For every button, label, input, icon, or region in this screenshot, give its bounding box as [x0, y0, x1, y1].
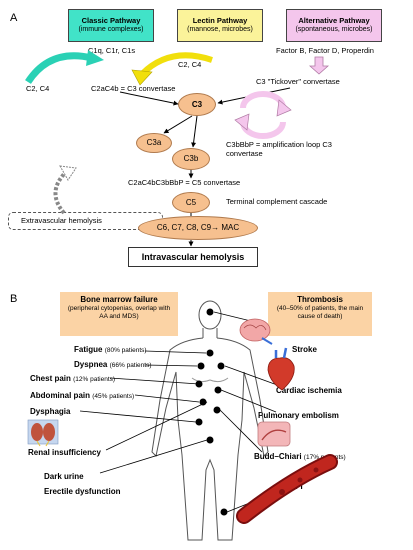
- c5-node: C5: [172, 192, 210, 213]
- bone-marrow-failure-box: Bone marrow failure (peripheral cytopeni…: [60, 292, 178, 336]
- c5-convertase-label: C2aC4bC3bBbP = C5 convertase: [128, 178, 241, 187]
- symptom-name: Dyspnea: [74, 360, 108, 369]
- lectin-pathway-title: Lectin Pathway: [192, 16, 248, 25]
- c2c4-left-label: C2, C4: [26, 84, 50, 93]
- lectin-curved-arrow: [131, 52, 213, 86]
- symptom-dark-urine: Dark urine: [44, 472, 84, 481]
- symptom-dots: [195, 308, 228, 516]
- alternative-pathway-title: Alternative Pathway: [298, 16, 370, 25]
- kidney-icon: [27, 419, 59, 447]
- c3b-node: C3b: [172, 148, 210, 170]
- symptom-pct: (12% patients): [73, 376, 116, 383]
- c2c4-mid-label: C2, C4: [178, 60, 202, 69]
- classic-pathway-title: Classic Pathway: [81, 16, 141, 25]
- alternative-pathway-subtitle: (spontaneous, microbes): [295, 26, 373, 33]
- intravascular-hemolysis-box: Intravascular hemolysis: [128, 247, 258, 267]
- symptom-name: Renal insufficiency: [28, 448, 101, 457]
- symptom-erectile-dysfunction: Erectile dysfunction: [44, 487, 120, 496]
- classic-curved-arrow: [25, 50, 104, 85]
- lectin-pathway-subtitle: (mannose, microbes): [187, 26, 253, 33]
- symptom-pct: (45% patients): [92, 393, 135, 400]
- symptom-abdominal-pain: Abdominal pain (45% patients): [30, 391, 134, 400]
- factors-label: Factor B, Factor D, Properdin: [276, 46, 374, 55]
- symptom-name: Erectile dysfunction: [44, 487, 121, 496]
- human-body-outline: [151, 300, 269, 541]
- thrombosis-desc: (40–50% of patients, the main cause of d…: [276, 305, 364, 320]
- symptom-name: Pulmonary embolism: [258, 411, 339, 420]
- bone-marrow-failure-desc: (peripheral cytopenias, overlap with AA …: [67, 305, 171, 320]
- lectin-pathway-box: Lectin Pathway (mannose, microbes): [177, 9, 263, 42]
- symptom-pulmonary-embolism: Pulmonary embolism: [258, 411, 339, 420]
- symptom-name: Fatigue: [74, 345, 103, 354]
- lung-icon: [257, 421, 291, 447]
- symptom-pct: (66% patients): [109, 362, 152, 369]
- classic-pathway-subtitle: (immune complexes): [78, 26, 144, 33]
- amplification-loop-label: C3bBbP = amplification loop C3 convertas…: [226, 140, 332, 158]
- symptom-pct: (80% patients): [104, 347, 147, 354]
- alternative-down-arrow: [308, 56, 330, 75]
- c3-node: C3: [178, 93, 216, 116]
- c3-convertase-label: C2aC4b = C3 convertase: [91, 84, 176, 93]
- symptom-name: Chest pain: [30, 374, 71, 383]
- symptom-dysphagia: Dysphagia: [30, 407, 70, 416]
- thrombosis-box: Thrombosis (40–50% of patients, the main…: [268, 292, 372, 336]
- heart-icon: [267, 347, 295, 391]
- amplification-loop-icon: [234, 91, 292, 139]
- panel-a-label: A: [10, 12, 18, 24]
- symptom-name: Dysphagia: [30, 407, 71, 416]
- c1-complex-label: C1q, C1r, C1s: [88, 46, 136, 55]
- thrombosis-title: Thrombosis: [297, 295, 343, 304]
- symptom-name: Dark urine: [44, 472, 84, 481]
- terminal-cascade-label: Terminal complement cascade: [226, 197, 328, 206]
- mac-node: C6, C7, C8, C9→ MAC: [138, 216, 258, 240]
- classic-pathway-box: Classic Pathway (immune complexes): [68, 9, 154, 42]
- symptom-name: Abdominal pain: [30, 391, 90, 400]
- symptom-name: Cardiac ischemia: [276, 386, 342, 395]
- tickover-label: C3 "Tickover" convertase: [256, 77, 340, 86]
- extravascular-label: Extravascular hemolysis: [21, 216, 102, 225]
- alternative-pathway-box: Alternative Pathway (spontaneous, microb…: [286, 9, 382, 42]
- symptom-chest-pain: Chest pain (12% patients): [30, 374, 115, 383]
- symptom-name: Stroke: [292, 345, 317, 354]
- symptom-stroke: Stroke: [292, 345, 317, 354]
- c3a-node: C3a: [136, 133, 172, 153]
- bone-marrow-failure-title: Bone marrow failure: [80, 295, 158, 304]
- left-leader-lines: [79, 350, 208, 474]
- blood-vessel-icon: [236, 454, 338, 524]
- panel-b-label: B: [10, 293, 18, 305]
- symptom-name: Budd–Chiari: [254, 452, 302, 461]
- brain-icon: [239, 318, 273, 345]
- symptom-dyspnea: Dyspnea (66% patients): [74, 360, 152, 369]
- symptom-cardiac-ischemia: Cardiac ischemia: [276, 386, 342, 395]
- extravascular-dashed-arrow: [53, 165, 77, 215]
- symptom-fatigue: Fatigue (80% patients): [74, 345, 147, 354]
- symptom-renal-insufficiency: Renal insufficiency: [28, 448, 101, 457]
